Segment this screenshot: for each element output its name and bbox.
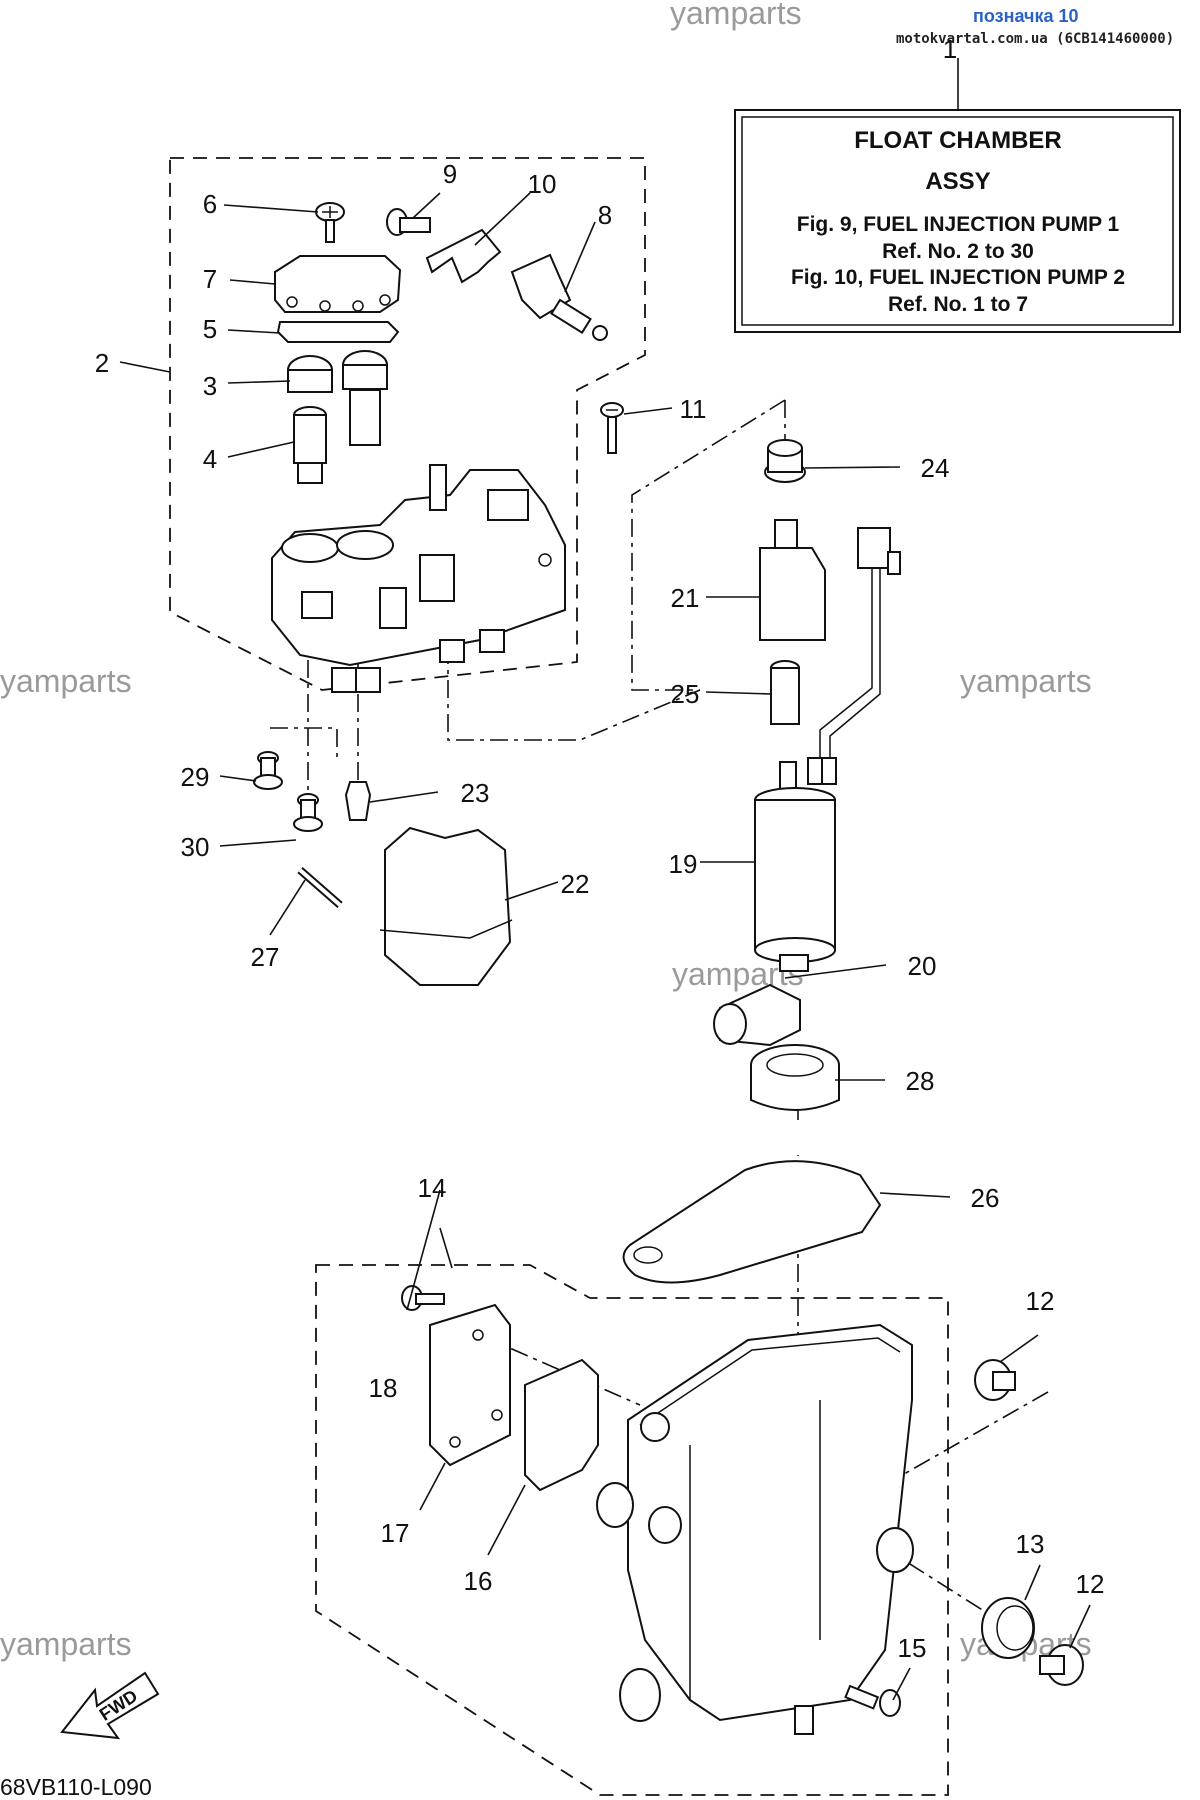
callout-6: 6: [203, 189, 217, 219]
callout-19: 19: [669, 849, 698, 879]
assembly-2-boundary: [169, 157, 646, 691]
callout-3: 3: [203, 371, 217, 401]
part-17-plate: [429, 1303, 511, 1467]
source-line: motokvartal.com.ua (6CB141460000): [896, 31, 1174, 47]
callout-1: 1: [943, 34, 957, 64]
info-box-ref1: Fig. 9, FUEL INJECTION PUMP 1: [797, 213, 1120, 236]
callout-23: 23: [461, 778, 490, 808]
part-28-holder: [750, 1044, 840, 1111]
fwd-arrow: FWD: [60, 1671, 160, 1740]
watermark-top: yamparts: [670, 0, 802, 31]
callout-10: 10: [528, 169, 557, 199]
part-5-gasket: [276, 321, 400, 343]
callout-13: 13: [1016, 1529, 1045, 1559]
callout-11: 11: [680, 394, 707, 424]
part-12-cap-upper: [974, 1359, 1016, 1401]
part-18-screw: [401, 1285, 445, 1311]
part-19-pump-motor: [754, 757, 837, 972]
part-21-pump-cap: [759, 519, 826, 641]
part-29-bolt: [253, 751, 283, 790]
part-4-filter: [293, 406, 327, 484]
info-box-ref2-range: Ref. No. 1 to 7: [888, 293, 1028, 316]
part-15-screw: [844, 1684, 901, 1717]
drawing-code: 68VB110-L090: [0, 1774, 152, 1800]
callout-28: 28: [906, 1066, 935, 1096]
part-9-bolt: [386, 208, 431, 236]
callout-7: 7: [203, 264, 217, 294]
callout-18: 18: [369, 1373, 398, 1403]
callout-24: 24: [921, 453, 950, 483]
info-box-ref1-range: Ref. No. 2 to 30: [882, 240, 1034, 263]
callout-8: 8: [598, 200, 612, 230]
callout-9: 9: [443, 159, 457, 189]
info-box: FLOAT CHAMBER ASSY Fig. 9, FUEL INJECTIO…: [734, 109, 1181, 333]
watermark-right: yamparts: [960, 663, 1092, 699]
callout-29: 29: [181, 762, 210, 792]
callout-4: 4: [203, 444, 217, 474]
part-16-gasket: [524, 1358, 599, 1492]
watermark-left: yamparts: [0, 663, 132, 699]
part-27-pin: [297, 866, 343, 909]
part-3-sleeve: [287, 350, 388, 393]
callout-16: 16: [464, 1566, 493, 1596]
part-23-jet: [344, 781, 372, 821]
info-box-subtitle: ASSY: [925, 168, 990, 195]
callout-20: 20: [908, 951, 937, 981]
callout-17: 17: [381, 1518, 410, 1548]
part-7-cover: [274, 255, 402, 313]
callout-30: 30: [181, 832, 210, 862]
callout-12-upper: 12: [1026, 1286, 1055, 1316]
callout-22: 22: [561, 869, 590, 899]
part-14-float-chamber: [596, 1323, 914, 1735]
part-2-pump-housing: [271, 464, 566, 693]
callout-15: 15: [898, 1633, 927, 1663]
part-10-bracket: [425, 228, 502, 284]
watermark-bottom-left: yamparts: [0, 1626, 132, 1662]
part-26-gasket: [622, 1160, 882, 1284]
part-8-sensor: [510, 253, 608, 341]
part-12-cap-lower: [1039, 1644, 1084, 1686]
part-22-cover: [379, 826, 513, 986]
callout-26: 26: [971, 1183, 1000, 1213]
info-box-ref2: Fig. 10, FUEL INJECTION PUMP 2: [791, 266, 1125, 289]
part-25-filter: [770, 660, 800, 725]
part-harness: [819, 527, 901, 760]
part-13-grommet: [981, 1597, 1035, 1659]
callout-2: 2: [95, 348, 109, 378]
callout-27: 27: [251, 942, 280, 972]
part-11-screw: [600, 402, 624, 454]
part-6-screw: [315, 202, 345, 243]
marker-label: позначка 10: [973, 6, 1079, 26]
part-3-screen: [349, 389, 381, 446]
callout-5: 5: [203, 314, 217, 344]
part-20-clip: [713, 983, 801, 1047]
callout-25: 25: [671, 679, 700, 709]
part-30-bolt: [293, 793, 323, 832]
part-24-grommet: [764, 439, 806, 483]
callout-21: 21: [671, 583, 700, 613]
info-box-title: FLOAT CHAMBER: [854, 127, 1062, 154]
callout-12-lower: 12: [1076, 1569, 1105, 1599]
callout-14: 14: [418, 1173, 447, 1203]
